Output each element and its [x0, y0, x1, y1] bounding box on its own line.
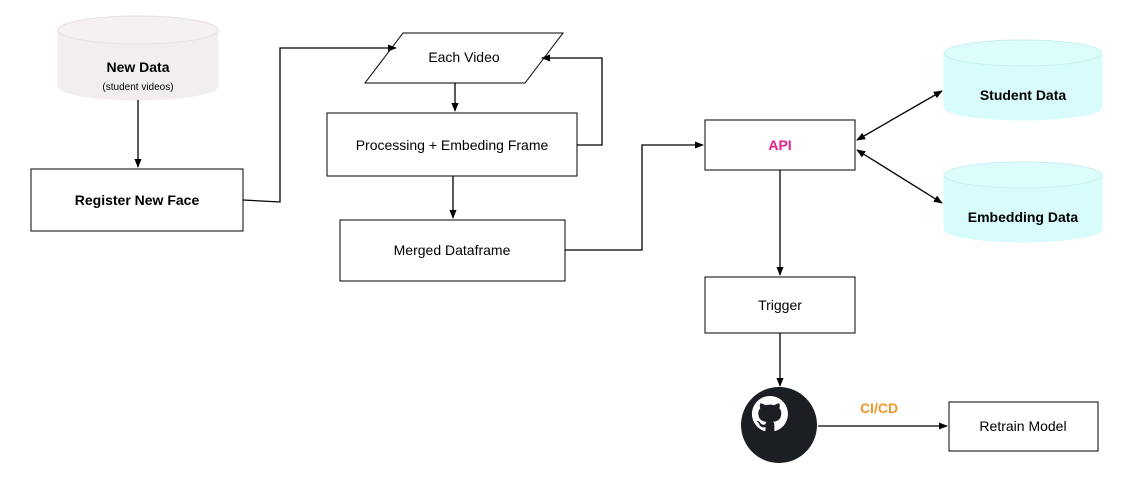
edge-register-to-eachvideo: [242, 44, 397, 203]
new-data-title: New Data: [106, 59, 169, 75]
trigger-box: Trigger: [704, 276, 856, 334]
processing-box: Processing + Embeding Frame: [326, 112, 578, 177]
api-box: API: [704, 119, 856, 171]
retrain-model-box: Retrain Model: [948, 401, 1099, 452]
trigger-label: Trigger: [758, 297, 802, 313]
github-icon: [741, 387, 817, 463]
register-new-face-label: Register New Face: [75, 192, 200, 208]
retrain-model-label: Retrain Model: [979, 418, 1066, 434]
edge-merged-to-api: [565, 141, 704, 251]
student-data-label: Student Data: [980, 87, 1067, 103]
processing-label: Processing + Embeding Frame: [356, 137, 549, 153]
new-data-subtitle: (student videos): [102, 82, 173, 93]
edge-processing-loop-to-eachvideo: [541, 54, 603, 146]
edge-api-studentdata: [856, 90, 943, 141]
edge-api-embeddingdata: [856, 149, 943, 204]
api-label: API: [768, 137, 791, 153]
each-video-node: Each Video: [363, 32, 565, 84]
student-data-database: Student Data: [943, 39, 1103, 121]
merged-dataframe-label: Merged Dataframe: [394, 242, 511, 258]
merged-dataframe-box: Merged Dataframe: [339, 219, 566, 282]
embedding-data-label: Embedding Data: [968, 209, 1079, 225]
each-video-label: Each Video: [428, 49, 500, 65]
register-new-face-box: Register New Face: [30, 168, 244, 232]
cicd-label: CI/CD: [860, 400, 898, 416]
embedding-data-database: Embedding Data: [943, 161, 1103, 243]
new-data-database: New Data (student videos): [57, 15, 219, 101]
